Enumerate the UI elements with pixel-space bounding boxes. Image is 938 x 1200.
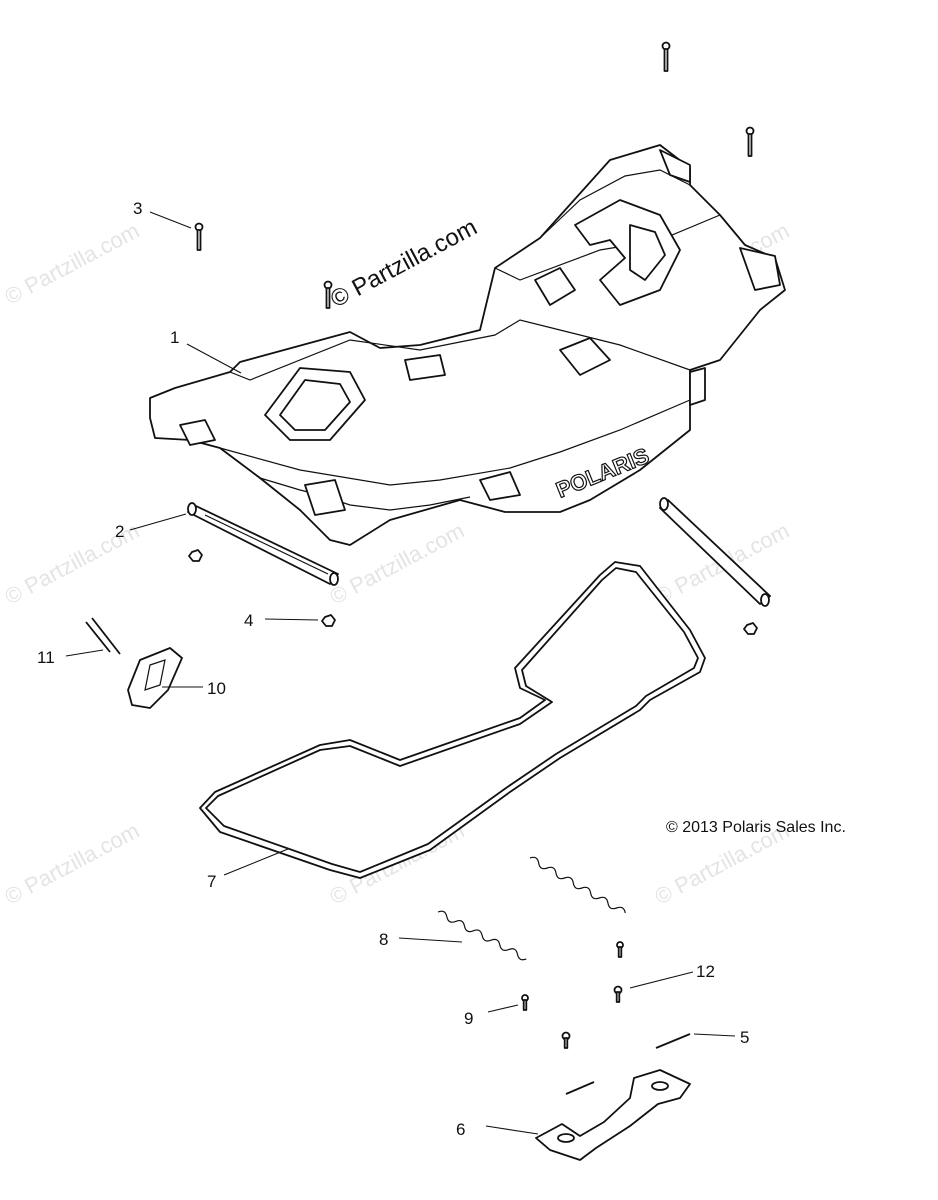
rack-seal <box>199 561 706 879</box>
watermark: © Partzilla.com <box>1 218 144 310</box>
callout-9: 9 <box>464 1009 473 1028</box>
main-watermark: © Partzilla.com <box>326 214 481 314</box>
callout-3: 3 <box>133 199 142 218</box>
pins <box>85 617 121 655</box>
callout-10: 10 <box>207 679 226 698</box>
callout-6: 6 <box>456 1120 465 1139</box>
latch-bracket <box>127 647 183 709</box>
callout-2: 2 <box>115 522 124 541</box>
callout-5: 5 <box>740 1028 749 1047</box>
leader-lines <box>65 211 736 1135</box>
copyright-notice: © 2013 Polaris Sales Inc. <box>666 819 846 836</box>
callout-4: 4 <box>244 611 253 630</box>
callout-7: 7 <box>207 872 216 891</box>
callout-12: 12 <box>696 962 715 981</box>
nuts <box>188 549 758 635</box>
rack-cover-part: POLARIS <box>149 144 786 546</box>
callout-1: 1 <box>170 328 179 347</box>
small-screws <box>521 941 624 1049</box>
support-tube-left <box>187 502 339 586</box>
support-tube-right <box>659 497 771 607</box>
callout-11: 11 <box>37 648 55 667</box>
watermark: © Partzilla.com <box>1 818 144 910</box>
callout-8: 8 <box>379 930 388 949</box>
mount-bracket <box>535 1069 691 1161</box>
callout-numbers: 3 1 2 4 11 10 7 8 12 9 5 6 <box>37 199 749 1139</box>
screws <box>194 41 755 309</box>
retaining-rod <box>565 1033 691 1095</box>
tether-cables <box>437 856 626 961</box>
